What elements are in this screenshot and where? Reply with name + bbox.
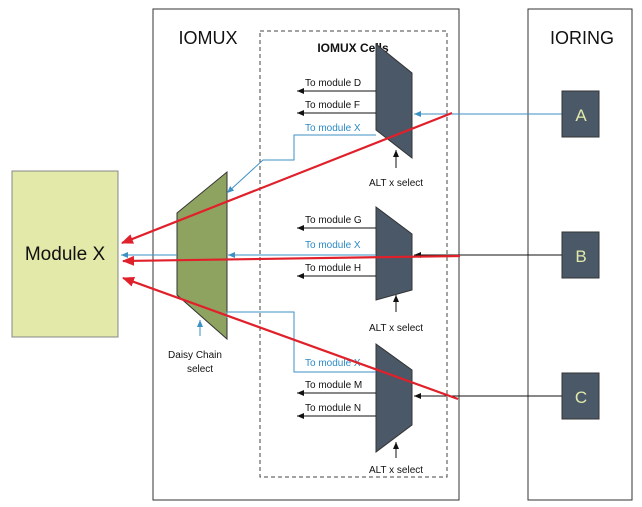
red-path-a xyxy=(121,111,453,245)
red-path-b xyxy=(122,254,461,266)
daisy-chain-label-2: select xyxy=(187,364,213,375)
pad-a xyxy=(561,90,600,138)
mux1-blue-route xyxy=(226,134,376,194)
ioring-title: IORING xyxy=(550,28,614,48)
red-path-c xyxy=(122,276,459,401)
daisy-chain-mux xyxy=(176,170,228,341)
daisy-chain-label-1: Daisy Chain xyxy=(168,350,222,361)
module-x-block xyxy=(11,170,119,338)
mux1-out-label-3: To module X xyxy=(305,123,361,134)
mux1-out-label-1: To module D xyxy=(305,78,361,89)
mux3-out-label-2: To module M xyxy=(305,380,362,391)
iomux-cells-title: IOMUX Cells xyxy=(317,41,389,55)
pad-c-label: C xyxy=(575,388,587,407)
iomux-cell-2 xyxy=(375,206,413,301)
module-x-label: Module X xyxy=(25,244,106,265)
mux3-out-label-3: To module N xyxy=(305,403,361,414)
mux2-out-label-3: To module H xyxy=(305,263,361,274)
pad-b xyxy=(561,231,600,279)
pad-b-label: B xyxy=(575,247,586,266)
mux1-out-label-2: To module F xyxy=(305,100,360,111)
mux1-select-label: ALT x select xyxy=(369,178,423,189)
pad-c xyxy=(561,372,600,420)
mux3-blue-route xyxy=(226,311,376,373)
pad-a-label: A xyxy=(575,106,587,125)
iomux-cell-1 xyxy=(375,42,413,160)
mux2-out-label-2: To module X xyxy=(305,240,361,251)
iomux-cells-block xyxy=(259,30,448,478)
mux3-out-label-1: To module X xyxy=(305,358,361,369)
iomux-title: IOMUX xyxy=(178,28,237,48)
mux2-select-label: ALT x select xyxy=(369,323,423,334)
mux2-out-label-1: To module G xyxy=(305,215,362,226)
mux3-select-label: ALT x select xyxy=(369,465,423,476)
